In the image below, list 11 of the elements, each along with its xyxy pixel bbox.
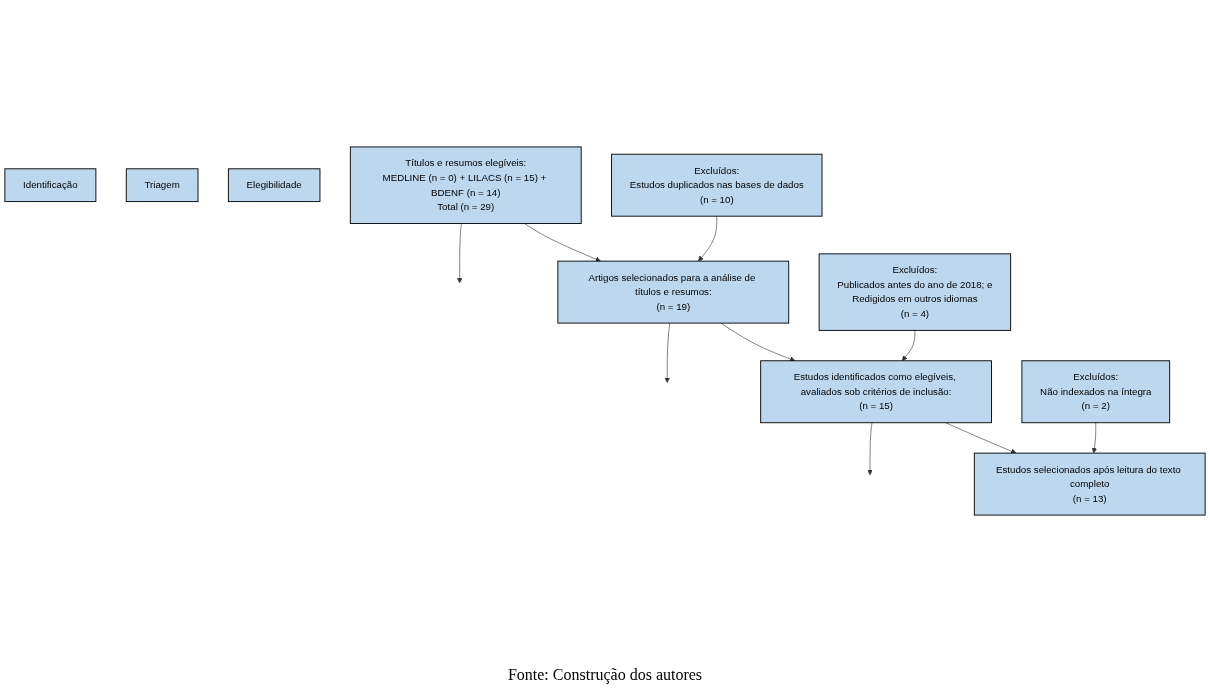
node-box: Títulos e resumos elegíveis: MEDLINE (n = 0) + LILACS (n = 15) + BDENF (n = 14) Total (n = 29) <box>349 146 582 224</box>
caption: Fonte: Construção dos autores <box>507 666 703 684</box>
node-box: Excluídos: Não indexados na íntegra (n = 2) <box>1021 360 1171 424</box>
node-box: Excluídos: Estudos duplicados nas bases de dados (n = 10) <box>611 153 823 217</box>
node-box: Artigos selecionados para a análise de títulos e resumos: (n = 19) <box>557 260 790 324</box>
node-box: Identificação <box>4 168 97 203</box>
node-box: Triagem <box>125 168 199 203</box>
node-box: Estudos identificados como elegíveis, avaliados sob critérios de inclusão: (n = 15) <box>760 360 992 424</box>
node-box: Estudos selecionados após leitura do texto completo (n = 13) <box>973 452 1206 516</box>
node-box: Excluídos: Publicados antes do ano de 2018; e Redigidos em outros idiomas (n = 4) <box>818 253 1012 331</box>
node-box: Elegibilidade <box>227 168 321 203</box>
